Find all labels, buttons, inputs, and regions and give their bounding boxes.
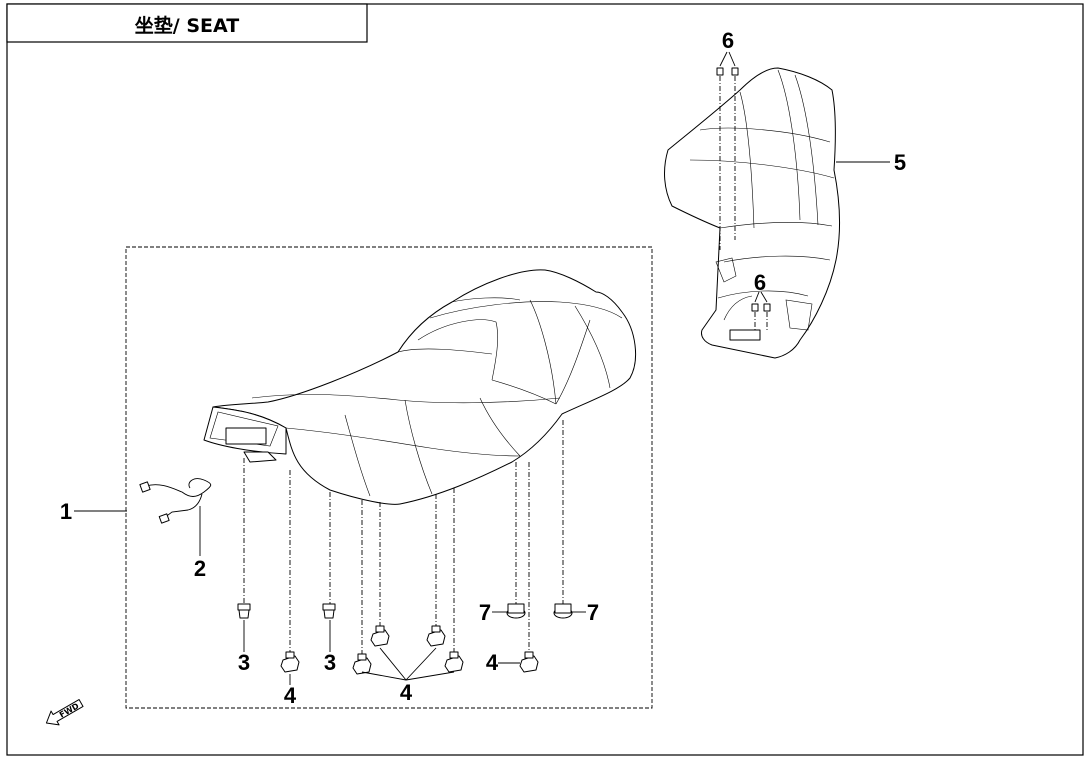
bolt-part6-lower-a — [751, 303, 759, 312]
wire-harness — [139, 478, 212, 524]
backrest — [664, 67, 841, 359]
diagram-frame — [6, 3, 1084, 756]
callout-3-right: 3 — [324, 650, 336, 675]
callout-1: 1 — [60, 499, 72, 524]
grommet-part7-left — [506, 603, 526, 619]
callout-3-left: 3 — [238, 650, 250, 675]
seat-assembly-group-box — [125, 246, 653, 709]
main-seat — [203, 269, 636, 505]
clip-part3-left — [237, 603, 251, 619]
nut-part4-e — [444, 651, 464, 673]
bolt-part6-upper-a — [716, 67, 724, 76]
fwd-arrow-icon: FWD — [45, 699, 84, 726]
callout-6-lower: 6 — [754, 270, 766, 295]
fwd-label: FWD — [58, 701, 81, 719]
nut-part4-a — [280, 651, 300, 673]
nut-part4-b — [352, 653, 372, 675]
nut-part4-d — [426, 625, 446, 647]
callout-7-left: 7 — [479, 600, 491, 625]
title-box — [6, 3, 368, 43]
callout-4-center: 4 — [400, 680, 413, 705]
callout-6-upper: 6 — [722, 28, 734, 53]
callout-2: 2 — [194, 556, 206, 581]
diagram-title: 坐垫/ SEAT — [135, 15, 239, 37]
callout-4-right: 4 — [486, 650, 499, 675]
bolt-part6-lower-b — [763, 303, 771, 312]
clip-part3-right — [322, 603, 336, 619]
bolt-part6-upper-b — [731, 67, 739, 76]
grommet-part7-right — [553, 603, 573, 619]
callout-5: 5 — [894, 150, 906, 175]
callout-4-left: 4 — [284, 683, 297, 708]
nut-part4-c — [370, 625, 390, 647]
nut-part4-f — [519, 651, 539, 673]
callout-7-right: 7 — [587, 600, 599, 625]
